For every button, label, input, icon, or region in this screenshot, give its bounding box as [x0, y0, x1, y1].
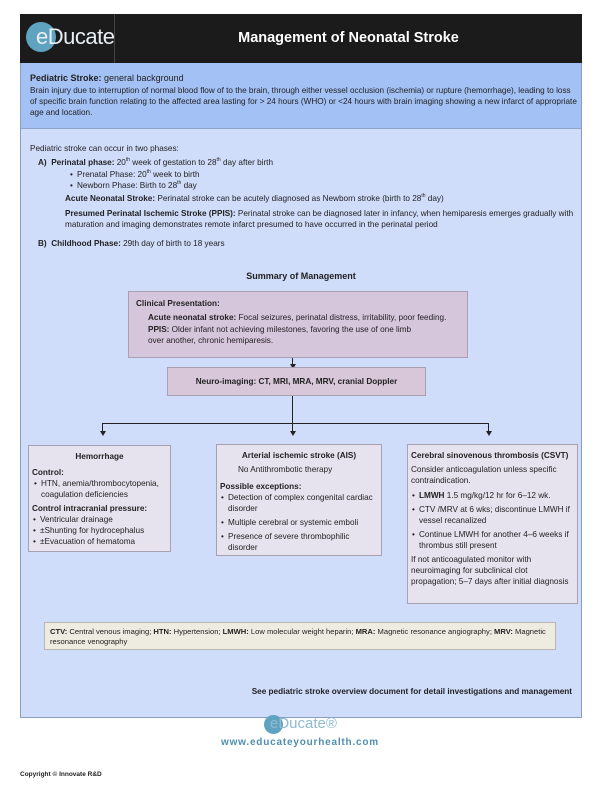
page-title: Management of Neonatal Stroke — [238, 30, 459, 46]
phase-b: B) Childhood Phase: 29th day of birth to… — [38, 239, 225, 248]
list-item: HTN, anemia/thrombocytopenia, coagulatio… — [33, 478, 167, 500]
ais-box: Arterial ischemic stroke (AIS) No Antith… — [216, 444, 382, 556]
ppis: Presumed Perinatal Ischemic Stroke (PPIS… — [65, 209, 574, 229]
list-item: LMWH 1.5 mg/kg/12 hr for 6–12 wk. — [411, 490, 574, 501]
main-panel: Pediatric stroke can occur in two phases… — [20, 129, 582, 718]
educate-logo: eDucate — [20, 14, 115, 63]
phase-a-list: Prenatal Phase: 20th week to birth Newbo… — [69, 169, 200, 191]
footer-logo: eDucate® — [264, 714, 344, 736]
list-item: Ventricular drainage — [32, 514, 167, 525]
neuro-imaging-box: Neuro-imaging: CT, MRI, MRA, MRV, crania… — [167, 367, 426, 396]
clinical-presentation-box: Clinical Presentation: Acute neonatal st… — [128, 291, 468, 358]
phases-intro: Pediatric stroke can occur in two phases… — [30, 144, 179, 153]
list-item: Multiple cerebral or systemic emboli — [220, 517, 378, 528]
hemorrhage-box: Hemorrhage Control: HTN, anemia/thromboc… — [28, 445, 171, 552]
background-heading: Pediatric Stroke: general background — [30, 73, 184, 83]
header: eDucate Management of Neonatal Stroke — [20, 14, 582, 63]
background-text: Brain injury due to interruption of norm… — [30, 86, 577, 117]
list-item: Newborn Phase: Birth to 28th day — [69, 180, 200, 191]
list-item: ±Shunting for hydrocephalus — [32, 525, 167, 536]
list-item: Presence of severe thrombophilic disorde… — [220, 531, 378, 553]
website-link[interactable]: www.educateyourhealth.com — [221, 737, 379, 748]
background-section: Pediatric Stroke: general background Bra… — [20, 63, 582, 129]
list-item: ±Evacuation of hematoma — [32, 536, 167, 547]
csvt-box: Cerebral sinovenous thrombosis (CSVT) Co… — [407, 444, 578, 604]
see-also-note: See pediatric stroke overview document f… — [251, 687, 572, 696]
list-item: Prenatal Phase: 20th week to birth — [69, 169, 200, 180]
list-item: CTV /MRV at 6 wks; discontinue LMWH if v… — [411, 504, 574, 526]
summary-title: Summary of Management — [246, 271, 356, 281]
phase-a: A) Perinatal phase: 20th week of gestati… — [38, 157, 274, 167]
abbreviations-legend: CTV: Central venous imaging; HTN: Hypert… — [44, 622, 556, 650]
acute-neonatal-stroke: Acute Neonatal Stroke: Perinatal stroke … — [65, 193, 444, 203]
copyright: Copyright © Innovate R&D — [20, 771, 102, 778]
list-item: Detection of complex congenital cardiac … — [220, 492, 378, 514]
list-item: Continue LMWH for another 4–6 weeks if t… — [411, 529, 574, 551]
